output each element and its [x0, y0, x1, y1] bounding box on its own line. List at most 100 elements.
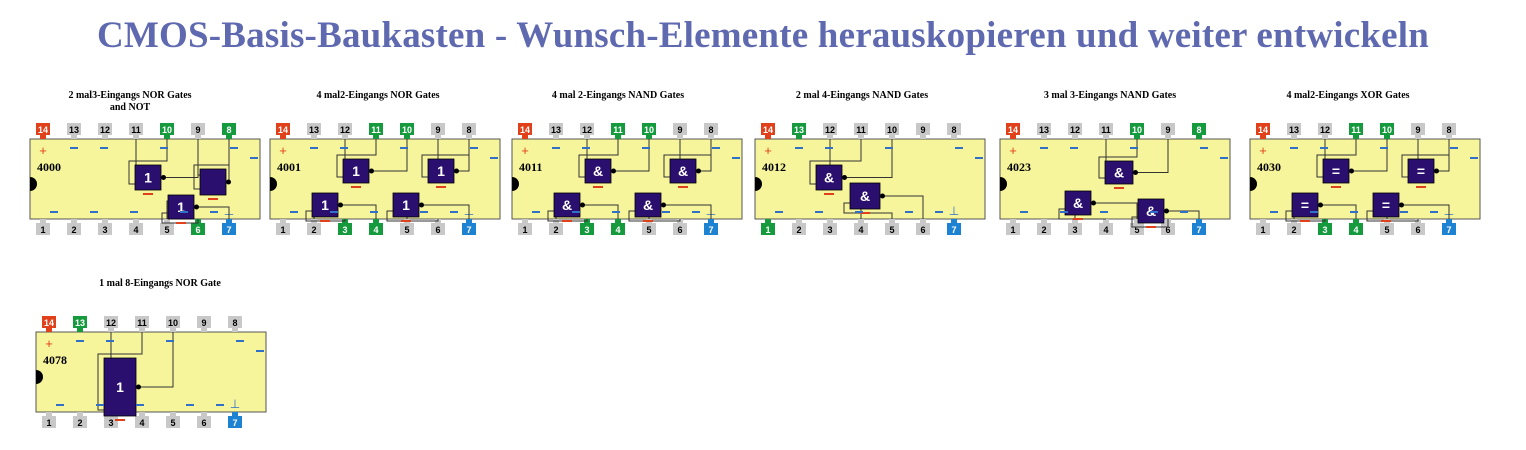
pin-bottom [104, 416, 118, 428]
pin-top [549, 123, 563, 135]
pin-top [704, 123, 718, 135]
pin-lead [1072, 219, 1078, 223]
pin-top [1349, 123, 1363, 135]
pin-lead [1415, 135, 1421, 139]
pin-lead [226, 135, 232, 139]
pin-label: 6 [195, 225, 200, 235]
logic-gate [1407, 158, 1435, 184]
pin-bottom [580, 223, 594, 235]
pin-lead [71, 219, 77, 223]
pin-label: 13 [309, 125, 319, 135]
pin-bottom [276, 223, 290, 235]
pin-label: 14 [278, 125, 288, 135]
pin-lead [195, 135, 201, 139]
pin-label: 10 [1382, 125, 1392, 135]
pin-top [197, 316, 211, 328]
logic-gate [199, 168, 227, 196]
pin-label: 1 [1010, 225, 1015, 235]
gate-symbol: 1 [177, 199, 185, 215]
pin-lead [1291, 135, 1297, 139]
pin-label: 4 [133, 225, 138, 235]
pin-bottom [1442, 223, 1456, 235]
pin-top [1256, 123, 1270, 135]
inverter-bubble-icon [661, 202, 666, 208]
inversion-mark [1381, 220, 1391, 222]
pin-top [947, 123, 961, 135]
pin-lead [1353, 219, 1359, 223]
pin-label: 13 [75, 318, 85, 328]
pin-label: 3 [584, 225, 589, 235]
pin-label: 10 [1132, 125, 1142, 135]
pin-lead [827, 219, 833, 223]
pin-label: 1 [40, 225, 45, 235]
pin-label: 4 [1103, 225, 1108, 235]
pin-label: 8 [1446, 125, 1451, 135]
pin-lead [646, 135, 652, 139]
pin-lead [466, 219, 472, 223]
pin-label: 9 [1165, 125, 1170, 135]
pin-bottom [42, 416, 56, 428]
pin-label: 4 [139, 418, 144, 428]
gate-symbol: & [1073, 195, 1083, 211]
pin-top [1037, 123, 1051, 135]
logic-gate [849, 182, 881, 210]
pin-label: 12 [1320, 125, 1330, 135]
pin-top [129, 123, 143, 135]
pin-top [160, 123, 174, 135]
pin-bottom [222, 223, 236, 235]
gate-symbol: 1 [144, 170, 152, 186]
pin-label: 14 [44, 318, 54, 328]
pin-top [916, 123, 930, 135]
pin-label: 7 [466, 225, 471, 235]
pin-label: 12 [1070, 125, 1080, 135]
chip-4000-type-label: 4000 [37, 160, 61, 174]
pin-label: 4 [858, 225, 863, 235]
pin-label: 3 [108, 418, 113, 428]
gate-symbol: = [1332, 163, 1340, 179]
pin-top [1099, 123, 1113, 135]
chip-4030-body [1249, 138, 1481, 220]
pin-label: 11 [131, 125, 141, 135]
pin-label: 5 [889, 225, 894, 235]
pin-bottom [129, 223, 143, 235]
pin-lead [311, 135, 317, 139]
pin-label: 5 [1134, 225, 1139, 235]
pin-top [642, 123, 656, 135]
inverter-bubble-icon [842, 175, 847, 180]
pin-label: 7 [708, 225, 713, 235]
pin-lead [170, 412, 176, 416]
inversion-mark [176, 222, 186, 224]
pin-label: 8 [951, 125, 956, 135]
inversion-mark [401, 220, 411, 222]
pin-lead [170, 328, 176, 332]
pin-label: 7 [232, 418, 237, 428]
pin-lead [280, 135, 286, 139]
pin-lead [1041, 135, 1047, 139]
pin-bottom [1349, 223, 1363, 235]
pin-bottom [1318, 223, 1332, 235]
pin-lead [708, 219, 714, 223]
pin-top [1192, 123, 1206, 135]
pin-lead [951, 135, 957, 139]
pin-label: 9 [677, 125, 682, 135]
notch-icon [36, 370, 43, 384]
inverter-bubble-icon [369, 168, 374, 174]
plus-icon: + [521, 143, 529, 158]
pin-top [228, 316, 242, 328]
pin-label: 3 [342, 225, 347, 235]
pin-top [1006, 123, 1020, 135]
pin-bottom [823, 223, 837, 235]
pin-lead [1322, 135, 1328, 139]
pin-label: 8 [1196, 125, 1201, 135]
pin-label: 13 [69, 125, 79, 135]
pin-top [73, 316, 87, 328]
pin-bottom [73, 416, 87, 428]
pin-top [673, 123, 687, 135]
chip-4001-type-label: 4001 [277, 160, 301, 174]
gate-symbol: & [860, 188, 870, 204]
pin-lead [1103, 135, 1109, 139]
notch-icon [1250, 177, 1257, 191]
pin-label: 2 [553, 225, 558, 235]
pin-lead [951, 219, 957, 223]
